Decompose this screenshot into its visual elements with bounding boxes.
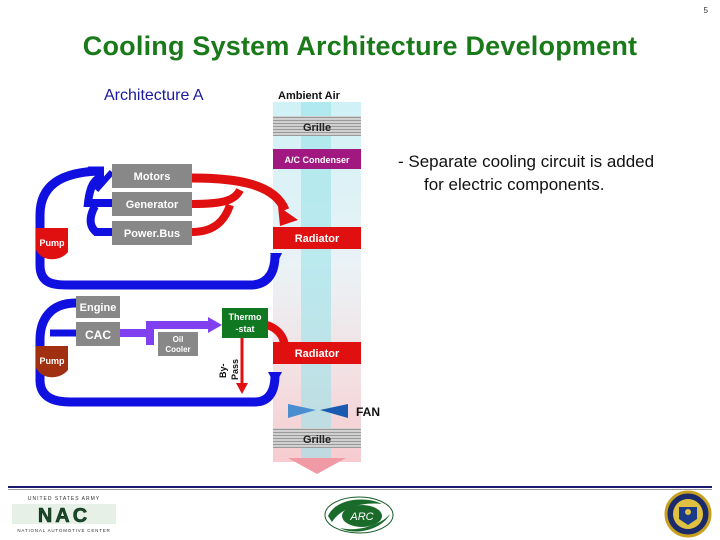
fan-label: FAN	[356, 405, 380, 419]
cac-label: CAC	[85, 328, 111, 342]
grille-top: Grille	[273, 116, 361, 136]
footer-divider	[8, 486, 712, 488]
ambient-air-label: Ambient Air	[278, 90, 341, 102]
footer-divider-thin	[8, 489, 712, 490]
electric-loop	[35, 166, 298, 290]
ac-condenser-label: A/C Condenser	[284, 155, 350, 165]
grille-bottom-label: Grille	[303, 434, 331, 446]
bypass-label: By- Pass	[218, 359, 240, 380]
thermostat-label-2: -stat	[235, 324, 254, 334]
fan-icon	[288, 404, 348, 418]
powerbus-label: Power.Bus	[124, 228, 180, 240]
engine-label: Engine	[80, 302, 117, 314]
oil-cooler-box: Oil Cooler	[158, 332, 198, 356]
powerbus-box: Power.Bus	[112, 221, 192, 245]
university-seal-icon	[664, 490, 712, 538]
pump-1-label: Pump	[39, 238, 65, 248]
ac-condenser: A/C Condenser	[273, 149, 361, 169]
airflow-arrow	[288, 458, 346, 474]
cac-box: CAC	[76, 322, 120, 346]
page-number: 5	[703, 6, 708, 15]
bullet-line-2: for electric components.	[424, 175, 605, 194]
generator-box: Generator	[112, 192, 192, 216]
oil-cooler-label-2: Cooler	[165, 345, 190, 354]
thermostat-box: Thermo -stat	[222, 308, 268, 338]
thermostat-label-1: Thermo	[228, 312, 262, 322]
bullet-text: - Separate cooling circuit is added for …	[398, 150, 710, 196]
motors-box: Motors	[112, 164, 192, 188]
oil-cooler-label-1: Oil	[173, 335, 184, 344]
nac-logo-bottom-text: NATIONAL AUTOMOTIVE CENTER	[17, 528, 110, 533]
nac-logo: UNITED STATES ARMY NAC NATIONAL AUTOMOTI…	[12, 496, 116, 533]
nac-logo-top-text: UNITED STATES ARMY	[28, 496, 100, 502]
radiator-1: Radiator	[273, 227, 361, 249]
radiator-1-label: Radiator	[295, 233, 340, 245]
pump-2-label: Pump	[39, 356, 65, 366]
grille-top-label: Grille	[303, 122, 331, 134]
radiator-2: Radiator	[273, 342, 361, 364]
generator-label: Generator	[126, 199, 179, 211]
bypass-label-2: Pass	[230, 359, 240, 380]
pump-2: Pump	[36, 346, 68, 378]
cooling-diagram: Ambient Air Grille A/C Condenser Motors …	[35, 90, 380, 474]
architecture-label: Architecture A	[104, 87, 204, 104]
engine-box: Engine	[76, 296, 120, 318]
motors-label: Motors	[134, 171, 171, 183]
arc-logo-text: ARC	[349, 511, 373, 523]
pump-1: Pump	[36, 228, 68, 260]
grille-bottom: Grille	[273, 428, 361, 448]
page-title: Cooling System Architecture Development	[82, 31, 638, 61]
bypass-label-1: By-	[218, 363, 228, 378]
nac-logo-text: NAC	[38, 505, 90, 527]
bullet-line-1: - Separate cooling circuit is added	[398, 152, 655, 171]
radiator-2-label: Radiator	[295, 348, 340, 360]
arc-logo: ARC	[324, 496, 394, 534]
